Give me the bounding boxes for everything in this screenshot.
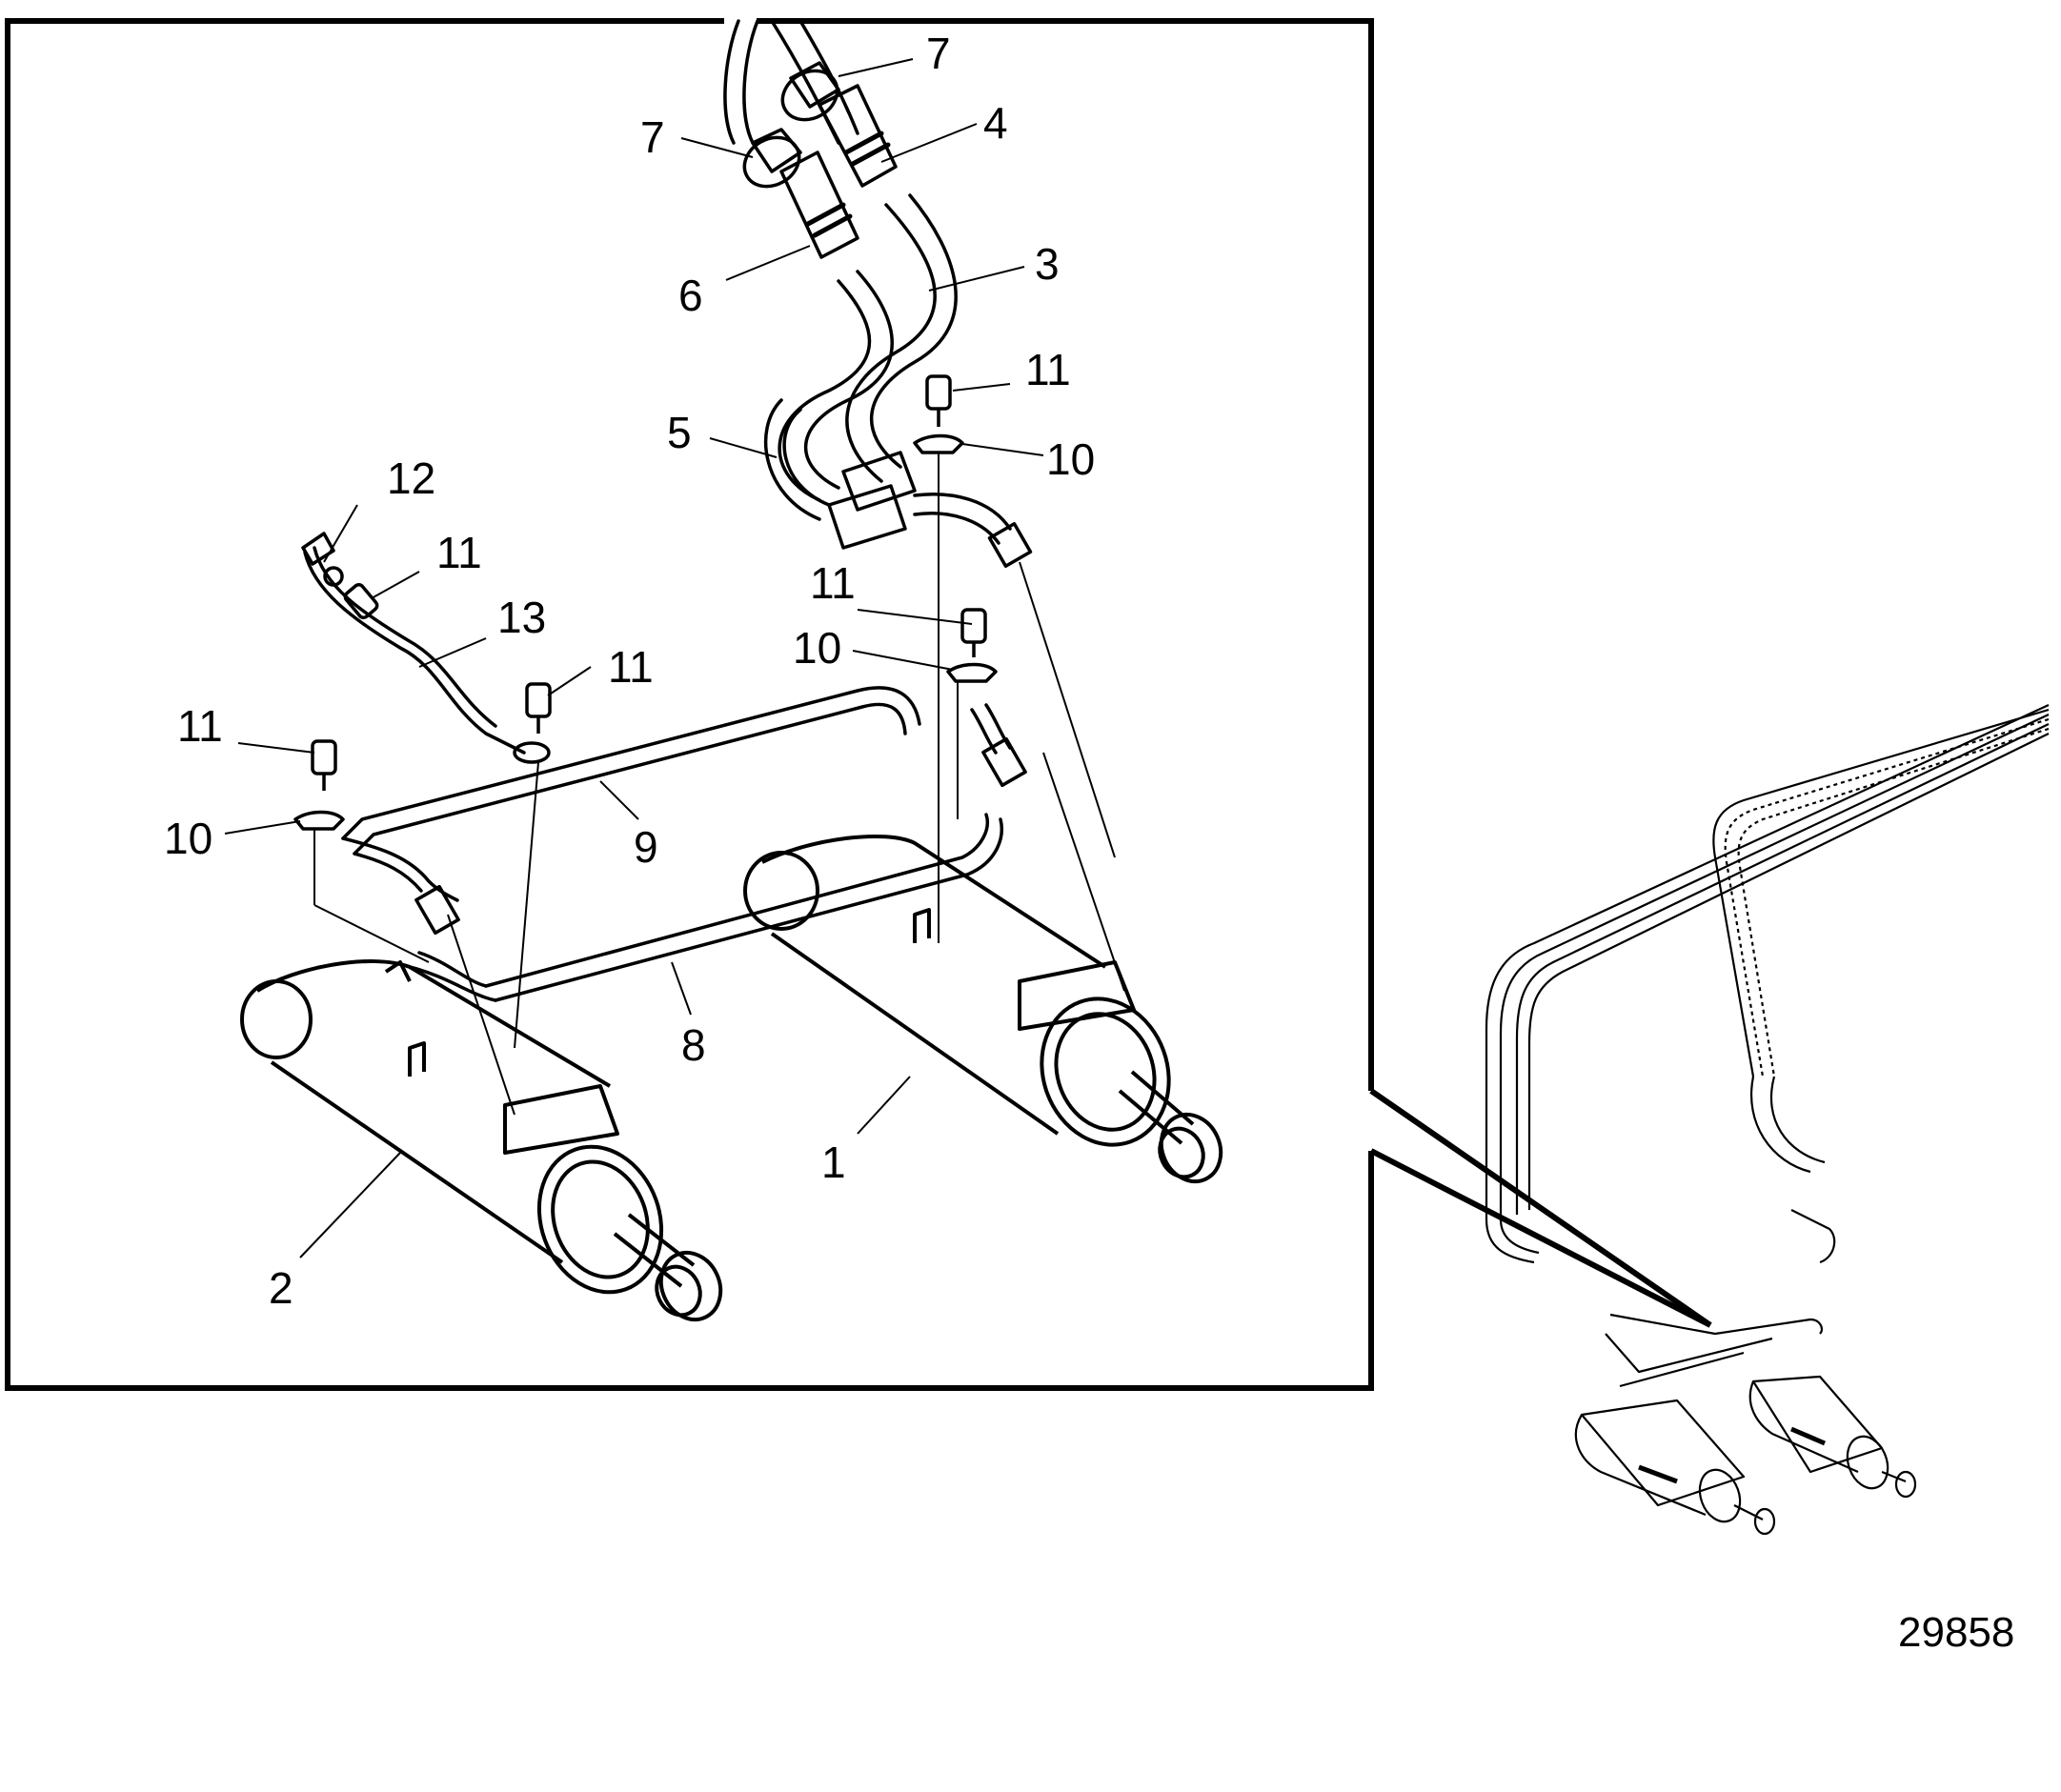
- detail-frame: [5, 18, 1374, 1391]
- callout-1: 1: [821, 1138, 846, 1187]
- detail-zoom-pointer: [1369, 1088, 1712, 1328]
- callout-12: 12: [387, 453, 435, 503]
- tubes: [301, 532, 1027, 1002]
- callout-2: 2: [269, 1263, 293, 1313]
- callout-10-top: 10: [1046, 434, 1095, 484]
- callout-7-upper: 7: [926, 29, 951, 78]
- hose-assembly: [723, 19, 1033, 568]
- callout-10-left: 10: [164, 814, 212, 863]
- callout-8: 8: [681, 1020, 706, 1070]
- callout-13: 13: [497, 593, 546, 642]
- cylinder-2: [240, 959, 723, 1322]
- callout-5: 5: [667, 408, 692, 457]
- callout-7-lower: 7: [640, 112, 665, 162]
- callout-10-mid: 10: [793, 623, 841, 673]
- callout-11-left: 11: [177, 701, 223, 751]
- callout-4: 4: [983, 98, 1008, 148]
- bolts-clamps: [293, 374, 1125, 1116]
- overview-illustration: [1485, 704, 2050, 1536]
- leader-lines: [224, 58, 1044, 1258]
- callout-11-top: 11: [1025, 345, 1071, 394]
- figure-number: 29858: [1898, 1609, 2014, 1656]
- callout-11-mid: 11: [810, 558, 856, 608]
- callout-labels: 7 4 7 3 6 11 5 10 12 11 11 13 10 11 11 1…: [164, 29, 1095, 1313]
- callout-9: 9: [634, 822, 658, 872]
- cylinder-1: [743, 835, 1223, 1184]
- callout-11-a: 11: [436, 528, 482, 577]
- callout-3: 3: [1035, 239, 1060, 289]
- callout-6: 6: [678, 271, 703, 320]
- callout-11-b: 11: [608, 642, 654, 692]
